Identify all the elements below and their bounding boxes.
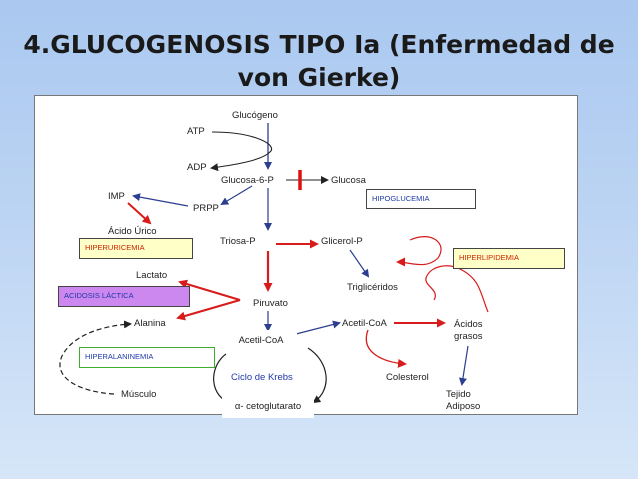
box-cetoglutarato-label: α- cetoglutarato: [234, 401, 302, 412]
arrow-atp-adp-curve: [210, 131, 273, 172]
label-glucogeno: Glucógeno: [232, 110, 278, 121]
box-acetil-coa-label: Acetil-CoA: [238, 335, 284, 346]
box-hiperuricemia-label: HIPERURICEMIA: [85, 243, 145, 252]
curve-hiperlipidemia-arrow: [396, 236, 442, 267]
label-acidos-grasos-line1: Ácidos: [454, 319, 483, 330]
label-glucosa: Glucosa: [331, 175, 366, 186]
label-alanina: Alanina: [134, 318, 166, 329]
arrow-acetilcoa-right: [295, 320, 341, 335]
box-acetil-coa: Acetil-CoA: [225, 330, 297, 352]
label-tejido-line1: Tejido: [446, 389, 471, 400]
box-acidosis-lactica: ACIDOSIS LÁCTICA: [58, 286, 190, 307]
box-hiperlipidemia-label: HIPERLIPIDEMIA: [459, 253, 520, 262]
box-hiperlipidemia: HIPERLIPIDEMIA: [453, 248, 565, 269]
label-acido-urico: Ácido Úrico: [108, 226, 157, 237]
box-hipoglucemia-label: HIPOGLUCEMIA: [372, 194, 430, 203]
label-musculo: Músculo: [121, 389, 157, 400]
krebs-cycle-arc: [307, 347, 327, 404]
arrow-g6p-prpp: [220, 185, 253, 206]
box-cetoglutarato: α- cetoglutarato: [222, 396, 314, 418]
label-adp: ADP: [187, 162, 207, 173]
slide-title-line-2: von Gierke): [237, 63, 401, 92]
arrow-prpp-imp: [132, 193, 189, 207]
label-piruvato: Piruvato: [253, 298, 288, 309]
label-glucosa-6-p: Glucosa-6-P: [221, 175, 274, 186]
label-acetil-coa-right: Acetil-CoA: [342, 318, 387, 329]
curve-hiperlipidemia-upper: [425, 265, 489, 313]
label-prpp: PRPP: [193, 203, 219, 214]
arrow-piruvato-lactato: [178, 279, 241, 302]
label-ciclo-krebs: Ciclo de Krebs: [231, 372, 293, 383]
arrow-piruvato-alanina: [176, 298, 241, 321]
label-lactato: Lactato: [136, 270, 168, 281]
box-hiperalaninemia-label: HIPERALANINEMIA: [85, 352, 154, 361]
box-hipoglucemia: HIPOGLUCEMIA: [366, 189, 476, 209]
box-acidosis-lactica-label: ACIDOSIS LÁCTICA: [64, 291, 134, 300]
arrow-acetilcoa-colesterol: [365, 329, 407, 368]
label-colesterol: Colesterol: [386, 372, 429, 383]
label-triosa-p: Triosa-P: [220, 236, 256, 247]
arrow-acidos-tejido: [458, 345, 469, 386]
slide-title-line-1: 4.GLUCOGENOSIS TIPO Ia (Enfermedad de: [23, 30, 615, 59]
label-tejido-line2: Adiposo: [446, 401, 481, 412]
dashed-musculo-alanina: [59, 320, 132, 395]
slide-title: 4.GLUCOGENOSIS TIPO Ia (Enfermedad de vo…: [0, 28, 638, 94]
arrow-glicerol-trigliceridos: [349, 249, 370, 278]
krebs-cycle-arc-left: [213, 353, 227, 401]
label-atp: ATP: [187, 126, 205, 137]
label-acidos-grasos-line2: grasos: [454, 331, 483, 342]
label-imp: IMP: [108, 191, 125, 202]
box-hiperuricemia: HIPERURICEMIA: [79, 238, 193, 259]
arrow-imp-acido-urico: [127, 202, 152, 225]
box-hiperalaninemia: HIPERALANINEMIA: [79, 347, 215, 368]
label-trigliceridos: Triglicéridos: [347, 282, 398, 293]
label-glicerol-p: Glicerol-P: [321, 236, 363, 247]
